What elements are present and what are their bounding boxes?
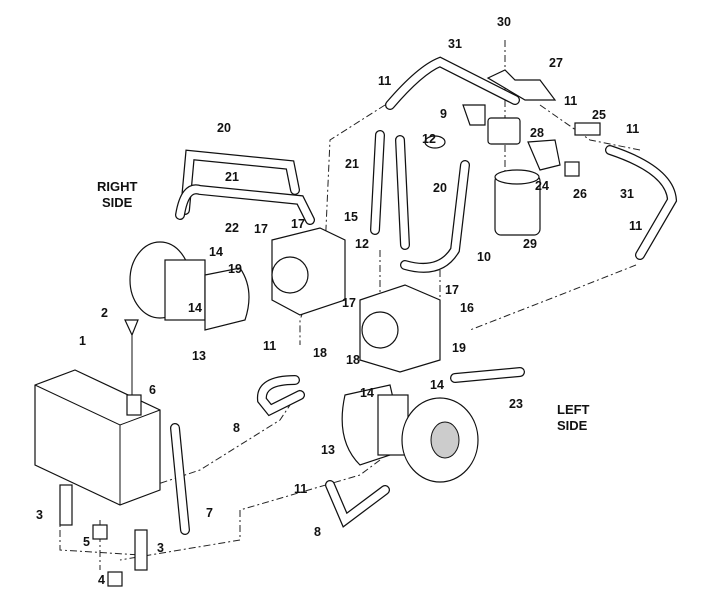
callout: 20 xyxy=(433,181,447,195)
callout: 12 xyxy=(355,237,369,251)
callout: 28 xyxy=(530,126,544,140)
components xyxy=(34,69,601,587)
left-side-label-line2: SIDE xyxy=(557,418,588,433)
callout: 29 xyxy=(523,237,537,251)
callout: 24 xyxy=(535,179,549,193)
callout: 11 xyxy=(378,74,391,88)
callout: 23 xyxy=(509,397,523,411)
callout: 3 xyxy=(157,541,164,555)
callout: 4 xyxy=(98,573,105,587)
motor-13 xyxy=(204,267,250,331)
clamp-12 xyxy=(424,135,446,149)
callout: 14 xyxy=(360,386,374,400)
callout: 11 xyxy=(294,482,307,496)
callout: 21 xyxy=(345,157,359,171)
callout: 25 xyxy=(592,108,606,122)
right-side-label-line2: SIDE xyxy=(102,195,133,210)
motor-14 xyxy=(164,259,206,321)
callout: 10 xyxy=(477,250,491,264)
callout: 14 xyxy=(209,245,223,259)
callout: 14 xyxy=(188,301,202,315)
filler-6 xyxy=(126,394,142,416)
callout: 17 xyxy=(291,217,305,231)
plug-26 xyxy=(564,161,580,177)
callout: 11 xyxy=(564,94,577,108)
callout: 31 xyxy=(448,37,462,51)
callout: 3 xyxy=(36,508,43,522)
filter-head-28 xyxy=(487,117,521,145)
callout: 20 xyxy=(217,121,231,135)
elbow-9 xyxy=(462,104,486,126)
fitting-24 xyxy=(527,139,561,171)
callout: 6 xyxy=(149,383,156,397)
callout: 18 xyxy=(346,353,360,367)
callout: 18 xyxy=(313,346,327,360)
callout-numbers: 30 31 27 11 11 9 25 11 20 12 28 24 26 21… xyxy=(36,15,642,587)
reservoir-1 xyxy=(34,369,161,506)
bracket-27 xyxy=(486,69,557,101)
left-side-label-line1: LEFT xyxy=(557,402,590,417)
hoses xyxy=(170,56,678,535)
callout: 16 xyxy=(460,301,474,315)
callout: 2 xyxy=(101,306,108,320)
callout: 8 xyxy=(314,525,321,539)
callout: 1 xyxy=(79,334,86,348)
pump-16 xyxy=(359,284,441,373)
callout: 12 xyxy=(422,132,436,146)
callout: 11 xyxy=(263,339,276,353)
valve-25 xyxy=(574,122,601,136)
callout: 17 xyxy=(342,296,356,310)
right-side-label-line1: RIGHT xyxy=(97,179,138,194)
callout: 19 xyxy=(452,341,466,355)
callout: 5 xyxy=(83,535,90,549)
callout: 26 xyxy=(573,187,587,201)
callout: 8 xyxy=(233,421,240,435)
callout: 11 xyxy=(629,219,642,233)
callout: 30 xyxy=(497,15,511,29)
filter-3b xyxy=(134,529,148,571)
callout: 17 xyxy=(254,222,268,236)
callout: 11 xyxy=(626,122,639,136)
fitting-5 xyxy=(92,524,108,540)
callout: 17 xyxy=(445,283,459,297)
filter-3a xyxy=(59,484,73,526)
callout: 31 xyxy=(620,187,634,201)
callout: 13 xyxy=(192,349,206,363)
callout: 19 xyxy=(228,262,242,276)
callout: 14 xyxy=(430,378,444,392)
dipstick-2 xyxy=(124,319,139,337)
callout: 15 xyxy=(344,210,358,224)
callout: 9 xyxy=(440,107,447,121)
callout: 13 xyxy=(321,443,335,457)
cap-4 xyxy=(107,571,123,587)
callout: 22 xyxy=(225,221,239,235)
callout: 21 xyxy=(225,170,239,184)
callout: 7 xyxy=(206,506,213,520)
callout: 27 xyxy=(549,56,563,70)
